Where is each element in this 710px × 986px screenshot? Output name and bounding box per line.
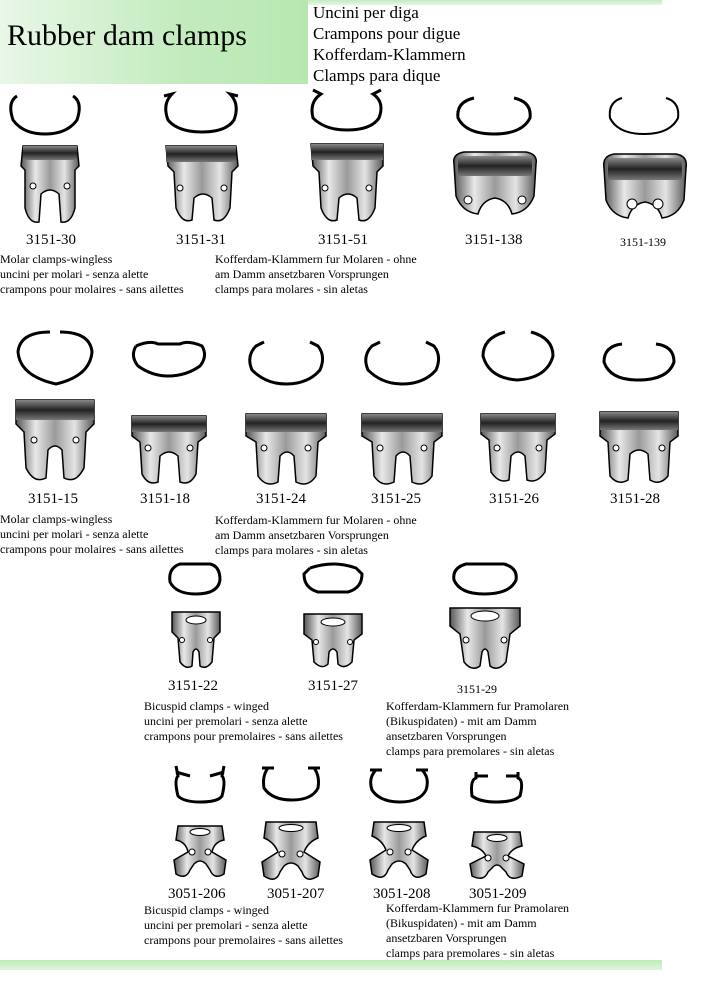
desc-line: Kofferdam-Klammern fur Molaren - ohne: [215, 513, 417, 527]
desc-line: crampons pour molaires - sans ailettes: [0, 282, 184, 296]
clamp-image-3151-30: [5, 90, 95, 230]
clamp-image-3151-29: [446, 558, 524, 676]
item-code-3151-28: 3151-28: [610, 491, 660, 507]
row4-description-english: Bicuspid clamps - winged uncini per prem…: [144, 903, 343, 948]
desc-line: uncini per molari - senza alette: [0, 267, 149, 281]
row4-description-german: Kofferdam-Klammern fur Pramolaren (Bikus…: [386, 901, 569, 961]
item-code-3151-24: 3151-24: [256, 491, 306, 507]
clamp-image-3151-24: [242, 336, 332, 486]
item-code-3151-25: 3151-25: [371, 491, 421, 507]
item-code-3151-138: 3151-138: [465, 232, 523, 248]
item-code-3151-31: 3151-31: [176, 232, 226, 248]
row3-description-english: Bicuspid clamps - winged uncini per prem…: [144, 699, 343, 744]
desc-line: (Bikuspidaten) - mit am Damm: [386, 916, 537, 930]
row3-description-german: Kofferdam-Klammern fur Pramolaren (Bikus…: [386, 699, 569, 759]
title-translations: Uncini per diga Crampons pour digue Koff…: [313, 2, 466, 86]
row1-description-english: Molar clamps-wingless uncini per molari …: [0, 252, 184, 297]
desc-line: am Damm ansetzbaren Vorsprungen: [215, 267, 389, 281]
desc-line: clamps para molares - sin aletas: [215, 543, 368, 557]
item-code-3051-208: 3051-208: [373, 886, 431, 902]
desc-line: Kofferdam-Klammern fur Molaren - ohne: [215, 252, 417, 266]
item-code-3151-22: 3151-22: [168, 678, 218, 694]
item-code-3151-15: 3151-15: [28, 491, 78, 507]
translation-italian: Uncini per diga: [313, 3, 419, 22]
clamp-image-3151-22: [166, 558, 226, 674]
title-banner: Rubber dam clamps: [0, 0, 308, 84]
clamp-image-3151-26: [475, 328, 561, 486]
item-code-3151-139: 3151-139: [620, 235, 666, 249]
desc-line: Bicuspid clamps - winged: [144, 699, 269, 713]
row1-description-german: Kofferdam-Klammern fur Molaren - ohne am…: [215, 252, 417, 297]
clamp-image-3151-28: [596, 336, 682, 486]
desc-line: crampons pour premolaires - sans ailette…: [144, 933, 343, 947]
clamp-image-3151-18: [128, 336, 210, 486]
desc-line: clamps para molares - sin aletas: [215, 282, 368, 296]
item-code-3151-30: 3151-30: [26, 232, 76, 248]
clamp-image-3151-15: [10, 328, 100, 488]
item-code-3051-209: 3051-209: [469, 886, 527, 902]
desc-line: uncini per premolari - senza alette: [144, 714, 308, 728]
top-accent-bar: [308, 0, 662, 5]
item-code-3151-27: 3151-27: [308, 678, 358, 694]
clamp-image-3051-207: [258, 762, 324, 888]
clamp-image-3051-206: [170, 762, 230, 886]
item-code-3151-51: 3151-51: [318, 232, 368, 248]
item-code-3051-206: 3051-206: [168, 886, 226, 902]
desc-line: Molar clamps-wingless: [0, 252, 113, 266]
bottom-accent-bar: [0, 960, 662, 970]
clamp-image-3151-27: [300, 560, 366, 672]
page-title: Rubber dam clamps: [7, 19, 247, 52]
clamp-image-3051-208: [366, 764, 432, 886]
item-code-3151-29: 3151-29: [457, 682, 497, 696]
clamp-image-3051-209: [466, 766, 528, 884]
desc-line: Kofferdam-Klammern fur Pramolaren: [386, 699, 570, 713]
translation-spanish: Clamps para dique: [313, 66, 441, 85]
item-code-3151-26: 3151-26: [489, 491, 539, 507]
desc-line: crampons pour molaires - sans ailettes: [0, 542, 184, 556]
clamp-image-3151-51: [303, 86, 393, 232]
desc-line: uncini per premolari - senza alette: [144, 918, 308, 932]
translation-french: Crampons pour digue: [313, 24, 461, 43]
desc-line: Bicuspid clamps - winged: [144, 903, 269, 917]
desc-line: Molar clamps-wingless: [0, 512, 113, 526]
clamp-image-3151-31: [158, 90, 248, 230]
clamp-image-3151-25: [358, 336, 448, 486]
row2-description-german: Kofferdam-Klammern fur Molaren - ohne am…: [215, 513, 417, 558]
desc-line: Kofferdam-Klammern fur Pramolaren: [386, 901, 570, 915]
desc-line: ansetzbaren Vorsprungen: [386, 931, 507, 945]
desc-line: crampons pour premolaires - sans ailette…: [144, 729, 343, 743]
translation-german: Kofferdam-Klammern: [313, 45, 466, 64]
clamp-image-3151-139: [600, 92, 690, 228]
clamp-image-3151-138: [450, 92, 540, 228]
item-code-3151-18: 3151-18: [140, 491, 190, 507]
desc-line: clamps para premolares - sin aletas: [386, 946, 555, 960]
desc-line: uncini per molari - senza alette: [0, 527, 149, 541]
desc-line: ansetzbaren Vorsprungen: [386, 729, 507, 743]
row2-description-english: Molar clamps-wingless uncini per molari …: [0, 512, 184, 557]
desc-line: clamps para premolares - sin aletas: [386, 744, 555, 758]
item-code-3051-207: 3051-207: [267, 886, 325, 902]
desc-line: (Bikuspidaten) - mit am Damm: [386, 714, 537, 728]
desc-line: am Damm ansetzbaren Vorsprungen: [215, 528, 389, 542]
